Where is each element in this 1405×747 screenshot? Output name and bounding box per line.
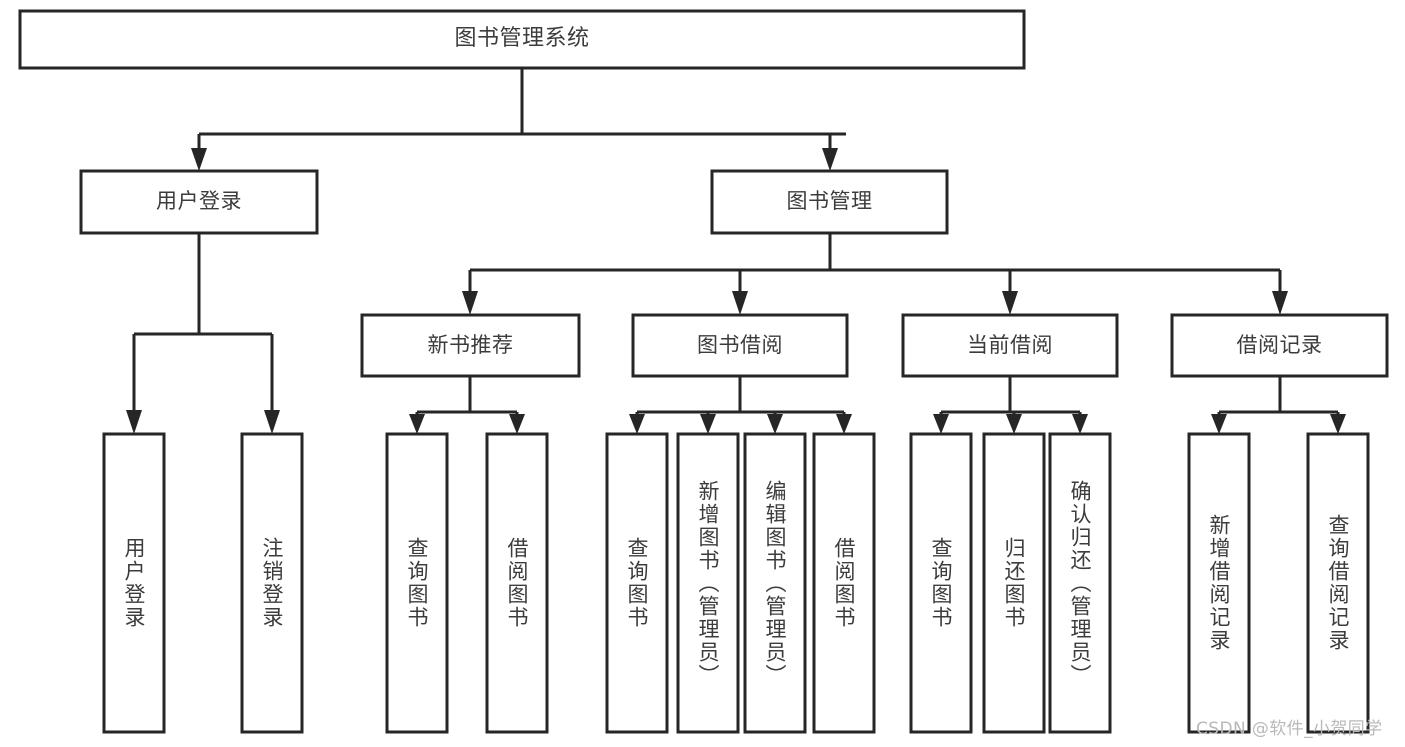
connector-userlogin-to-leaves	[126, 233, 280, 434]
node-leaf-10-box[interactable]	[1048, 432, 1112, 734]
connector-root-to-level2	[191, 68, 846, 171]
node-leaf-5-box[interactable]	[676, 432, 740, 734]
node-leaf-3-box[interactable]	[485, 432, 549, 734]
connector-bookmgmt-to-level3	[462, 233, 1288, 315]
node-leaf-1-box[interactable]	[240, 432, 304, 734]
node-leaf-7-box[interactable]	[812, 432, 876, 734]
node-level3-1-box[interactable]	[631, 313, 849, 378]
connector-current-to-leaves	[933, 376, 1088, 434]
node-leaf-0-box[interactable]	[102, 432, 166, 734]
node-level3-0-box[interactable]	[360, 313, 581, 378]
node-leaf-8-box[interactable]	[909, 432, 973, 734]
connector-record-to-leaves	[1211, 376, 1346, 434]
node-leaf-9-box[interactable]	[982, 432, 1046, 734]
node-level2-1-box[interactable]	[710, 169, 949, 235]
node-root-box[interactable]	[18, 9, 1026, 70]
node-leaf-6-box[interactable]	[743, 432, 807, 734]
watermark-text: CSDN @软件_小贺同学	[1196, 719, 1383, 739]
node-leaf-11-box[interactable]	[1187, 432, 1251, 734]
node-leaf-4-box[interactable]	[605, 432, 669, 734]
node-leaf-12-box[interactable]	[1306, 432, 1370, 734]
node-level3-3-box[interactable]	[1170, 313, 1389, 378]
connector-borrow-to-leaves	[629, 376, 852, 434]
connector-newbook-to-leaves	[409, 376, 525, 434]
node-leaf-2-box[interactable]	[385, 432, 449, 734]
node-level3-2-box[interactable]	[901, 313, 1119, 378]
node-level2-0-box[interactable]	[79, 169, 319, 235]
